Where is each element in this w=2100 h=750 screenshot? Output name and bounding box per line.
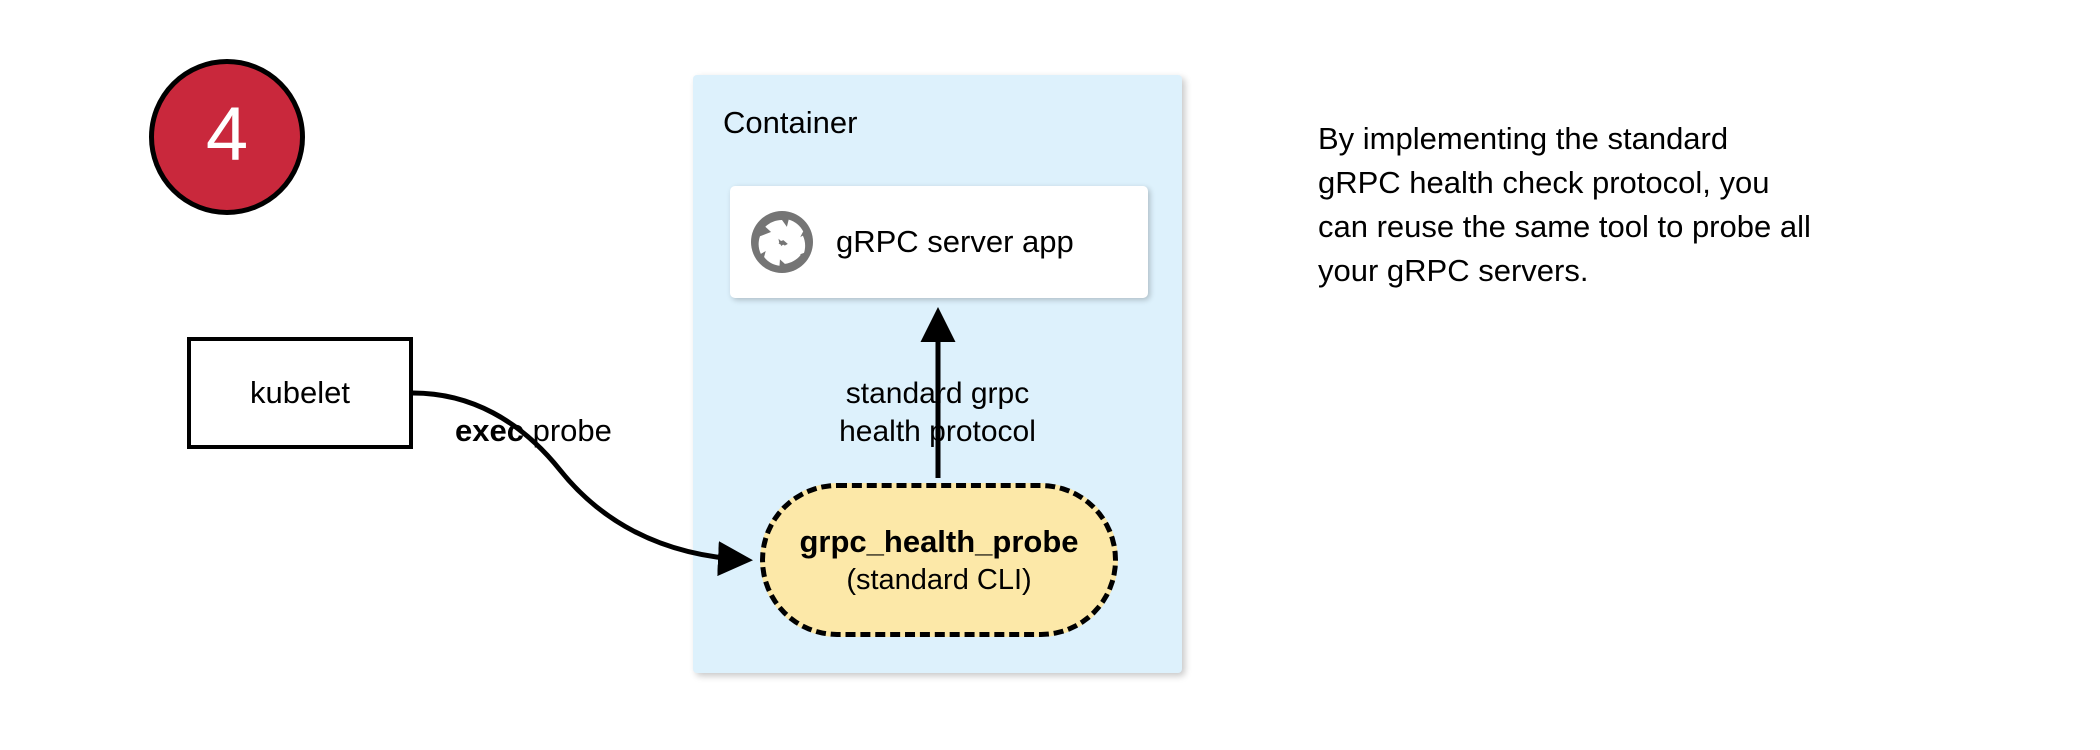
kubelet-node: kubelet <box>187 337 413 449</box>
edge-label-health-protocol-line1: standard grpc <box>845 377 1030 410</box>
edge-label-exec-probe-rest: probe <box>523 413 612 448</box>
edge-label-exec-probe: exec probe <box>455 413 612 449</box>
caption-line-1: By implementing the standard <box>1318 121 1729 156</box>
container-title: Container <box>723 105 858 140</box>
edge-label-exec-probe-keyword: exec <box>455 413 524 448</box>
grpc-health-probe-subtitle: (standard CLI) <box>846 563 1032 596</box>
grpc-health-probe-node: grpc_health_probe (standard CLI) <box>760 483 1118 637</box>
grpc-server-app-card: gRPC server app <box>730 186 1148 298</box>
caption-line-4: your gRPC servers. <box>1318 253 1589 289</box>
caption-line-3: can reuse the same tool to probe all <box>1318 209 1811 245</box>
caption-line-2: gRPC health check protocol, you <box>1318 165 1770 201</box>
edge-label-health-protocol-line2: health protocol <box>839 415 1036 449</box>
step-number-label: 4 <box>205 92 249 177</box>
kubelet-label: kubelet <box>250 375 350 410</box>
step-number-badge: 4 <box>149 59 305 215</box>
edge-label-health-protocol: standard grpc health protocol <box>693 375 1182 452</box>
grpc-health-probe-title: grpc_health_probe <box>799 523 1079 559</box>
aperture-icon <box>751 211 813 273</box>
caption-text: By implementing the standard gRPC health… <box>1318 117 1938 293</box>
grpc-server-app-label: gRPC server app <box>836 224 1074 259</box>
